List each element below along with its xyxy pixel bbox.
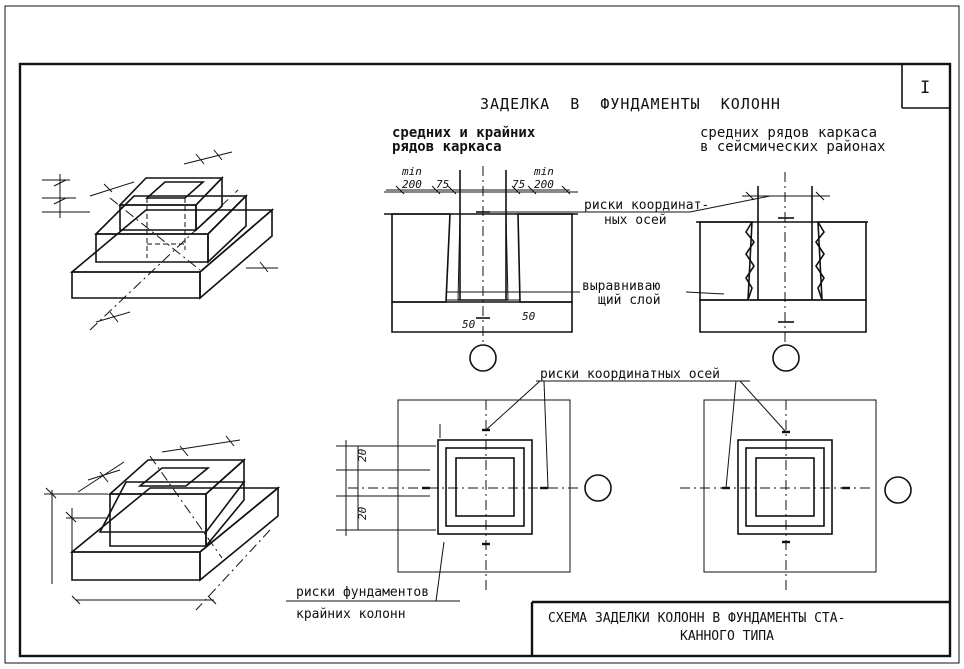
dim-200-left: 200 xyxy=(402,178,422,191)
plan-axis-circle-seismic xyxy=(884,476,912,504)
foundation-marks-note: риски фундаментов крайних колонн xyxy=(286,541,460,622)
plan-view-standard: 20 20 xyxy=(336,399,612,590)
plan-dim-20-bottom: 20 xyxy=(356,506,369,520)
sheet-number-box: I xyxy=(901,64,950,109)
section-seismic xyxy=(696,172,868,372)
section-standard: min 200 75 min 200 75 50 50 xyxy=(384,165,578,372)
left-section-heading-2: рядов каркаса xyxy=(392,139,502,155)
isometric-stepped-foundation xyxy=(42,149,278,331)
plan-view-seismic xyxy=(680,399,912,590)
title-block: СХЕМА ЗАДЕЛКИ КОЛОНН В ФУНДАМЕНТЫ СТА- К… xyxy=(530,600,950,656)
left-section-heading-1: средних и крайних xyxy=(392,125,536,141)
stamp-line-1: СХЕМА ЗАДЕЛКИ КОЛОНН В ФУНДАМЕНТЫ СТА- xyxy=(548,611,845,626)
note-coord-axes-2: ных осей xyxy=(604,213,667,228)
note-foundation-marks-2: крайних колонн xyxy=(296,607,406,622)
sheet-number: I xyxy=(920,78,930,98)
stamp-line-2: КАННОГО ТИПА xyxy=(680,629,774,644)
dim-75-left: 75 xyxy=(436,178,449,191)
plan-axes-note: риски координатных осей xyxy=(485,367,787,489)
dim-50-left: 50 xyxy=(462,318,476,331)
note-coord-axes-1: риски координат- xyxy=(584,198,709,213)
note-leveling-2: щий слой xyxy=(598,293,661,308)
note-foundation-marks-1: риски фундаментов xyxy=(296,585,429,600)
isometric-cup-foundation xyxy=(44,435,281,611)
axis-marker-circle-seismic xyxy=(772,344,800,372)
dim-75-right: 75 xyxy=(512,178,525,191)
axis-marker-circle xyxy=(469,344,497,372)
right-section-heading-2: в сейсмических районах xyxy=(700,139,885,155)
dim-min-right: min xyxy=(533,165,554,178)
note-leveling-1: выравниваю xyxy=(582,279,660,294)
drawing-title: ЗАДЕЛКА В ФУНДАМЕНТЫ КОЛОНН xyxy=(480,95,781,113)
dim-min-left: min xyxy=(401,165,422,178)
section-notes: риски координат- ных осей выравниваю щий… xyxy=(490,195,771,308)
note-coord-axes-plan: риски координатных осей xyxy=(540,367,720,382)
plan-axis-circle xyxy=(584,474,612,502)
dim-200-right: 200 xyxy=(534,178,554,191)
right-section-heading-1: средних рядов каркаса xyxy=(700,125,877,141)
plan-dim-20-top: 20 xyxy=(356,448,369,462)
outer-frame xyxy=(4,5,960,664)
dim-50-right: 50 xyxy=(522,310,536,323)
inner-frame xyxy=(18,62,952,658)
